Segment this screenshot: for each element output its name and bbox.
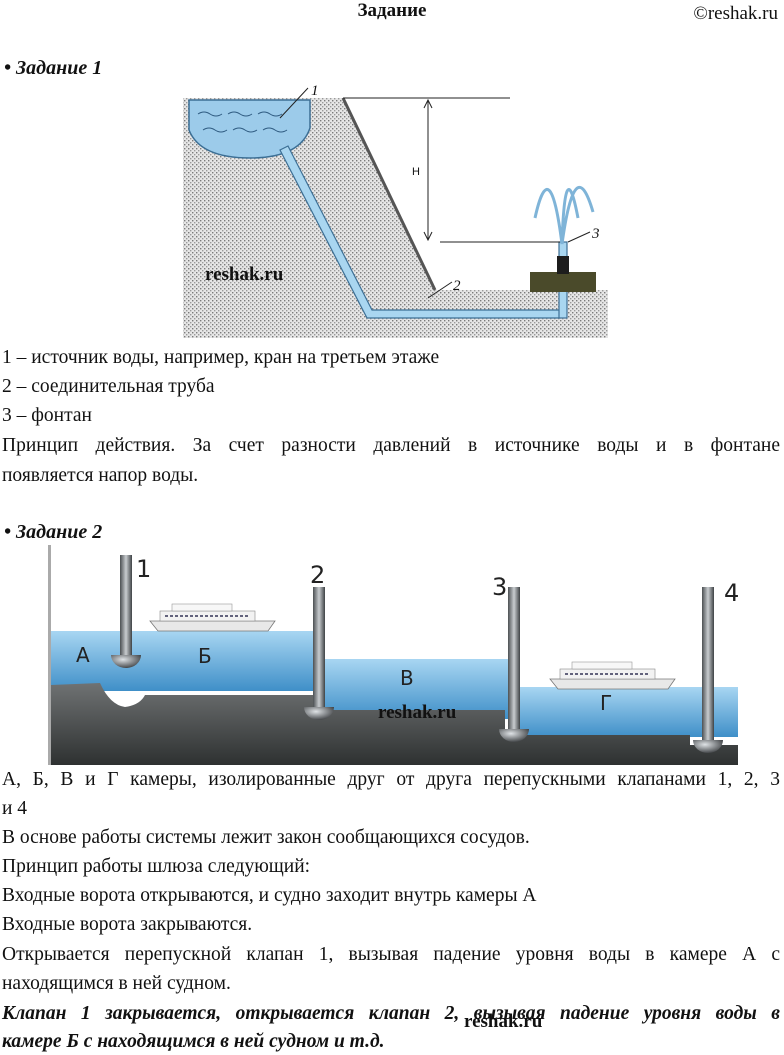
fountain-diagram: 1 2 3 H reshak.ru <box>183 83 608 338</box>
task2-line-9: Клапан 1 закрывается, открывается клапан… <box>2 1003 780 1024</box>
valve-label-1: 1 <box>136 555 151 583</box>
valve-2 <box>304 587 334 720</box>
valve-label-4: 4 <box>724 579 739 607</box>
footer-watermark: reshak.ru <box>464 1011 543 1032</box>
label-fountain: 3 <box>591 226 600 242</box>
watermark: reshak.ru <box>378 702 457 723</box>
task2-line-8: находящимся в ней судном. <box>2 973 231 994</box>
chamber-a-water <box>51 631 316 691</box>
task2-line-10: камере Б с находящимся в ней судном и т.… <box>2 1031 385 1052</box>
ship-2 <box>549 661 676 690</box>
task2-line-1: А, Б, В и Г камеры, изолированные друг о… <box>2 769 780 790</box>
slope-edge <box>341 97 437 291</box>
chamber-label-g: Г <box>600 691 612 715</box>
valve-label-3: 3 <box>492 573 507 601</box>
canal-floor <box>51 683 738 765</box>
task2-line-5: Входные ворота открываются, и судно захо… <box>2 885 537 906</box>
label-height: H <box>412 166 420 178</box>
lock-diagram: 1 2 3 4 А Б В Г reshak.ru <box>48 545 739 765</box>
fountain-jets <box>533 185 595 245</box>
legend-item-2: 2 – соединительная труба <box>2 376 215 397</box>
chamber-label-a: А <box>76 643 90 667</box>
page-title: Задание <box>357 0 427 21</box>
chamber-g-water <box>512 687 738 737</box>
chamber-label-b: Б <box>198 644 212 668</box>
legend-item-3: 3 – фонтан <box>2 405 92 426</box>
principle-text-line2: появляется напор воды. <box>2 465 199 486</box>
valve-1 <box>111 555 141 668</box>
water-source <box>188 99 311 159</box>
chamber-label-v: В <box>400 666 414 690</box>
task2-line-4: Принцип работы шлюза следующий: <box>2 856 311 877</box>
label-pipe: 2 <box>453 278 461 294</box>
task2-heading: • Задание 2 <box>4 521 103 543</box>
valve-label-2: 2 <box>310 561 325 589</box>
copyright-label: ©reshak.ru <box>693 3 778 24</box>
principle-text-line1: Принцип действия. За счет разности давле… <box>2 435 780 456</box>
fountain-base <box>530 272 596 292</box>
task2-line-2: и 4 <box>2 798 28 819</box>
legend-item-1: 1 – источник воды, например, кран на тре… <box>2 347 440 368</box>
label-source: 1 <box>311 83 319 99</box>
task1-heading: • Задание 1 <box>4 57 103 79</box>
ship-1 <box>149 603 276 632</box>
task2-line-6: Входные ворота закрываются. <box>2 914 253 935</box>
task2-line-7: Открывается перепускной клапан 1, вызыва… <box>2 944 780 965</box>
watermark: reshak.ru <box>205 264 284 285</box>
valve-3 <box>499 587 529 742</box>
task2-line-3: В основе работы системы лежит закон сооб… <box>2 827 530 848</box>
valve-4 <box>693 587 723 753</box>
chamber-v-water <box>316 659 512 719</box>
